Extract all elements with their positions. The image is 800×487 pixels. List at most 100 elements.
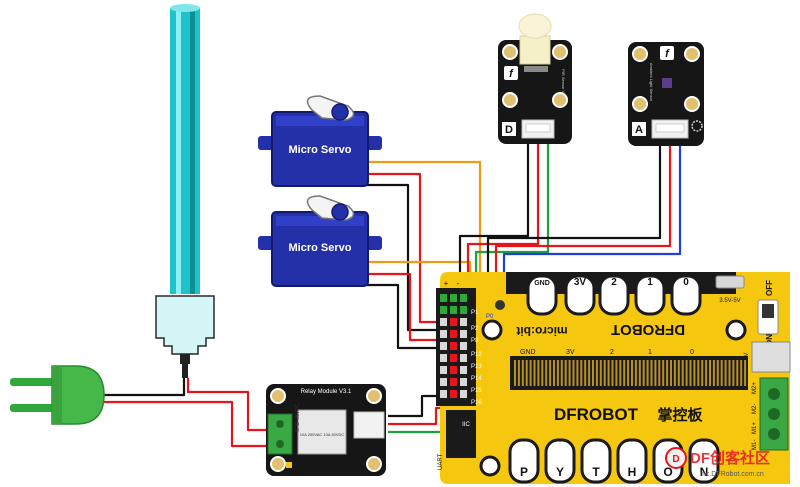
servo1-red-wire xyxy=(367,172,450,324)
edge-pin xyxy=(623,360,626,386)
motor-label-m1p: M1+ xyxy=(752,422,758,434)
gear-icon xyxy=(691,120,703,132)
dc-jack xyxy=(751,341,791,373)
edge-pin xyxy=(720,360,723,386)
mounting-hole xyxy=(725,319,747,341)
relay-module: Relay Module V3.1 SRD-05VDC 10A 250VAC 1… xyxy=(266,384,386,476)
relay-black-wire xyxy=(388,394,440,418)
header-pin xyxy=(460,390,467,398)
edge-pin xyxy=(525,360,528,386)
uart-iic-header xyxy=(446,410,476,458)
edge-pin xyxy=(724,360,727,386)
pin-label-p1: P1 xyxy=(471,310,479,316)
uart-label: UART xyxy=(438,453,444,470)
edge-pin xyxy=(697,360,700,386)
motor-label-m2m: M2- xyxy=(752,404,758,414)
pir-port-letter: D xyxy=(505,124,513,136)
edge-pin xyxy=(533,360,536,386)
header-pin xyxy=(450,366,457,374)
edge-pins xyxy=(514,360,747,386)
edge-pin xyxy=(650,360,653,386)
edge-pin xyxy=(705,360,708,386)
pir-sensor-module: f PIR Sensor V1.0 D xyxy=(498,13,572,144)
brand-top: DFROBOT xyxy=(611,321,685,338)
pad-label-2: 2 xyxy=(611,277,617,288)
edge-pin xyxy=(549,360,552,386)
pad-label-3v: 3V xyxy=(574,277,587,288)
edge-pin xyxy=(560,360,563,386)
header-pin xyxy=(450,354,457,362)
bottom-pad-h: H xyxy=(628,465,637,479)
plug-red-wire xyxy=(100,400,280,448)
edge-pin xyxy=(744,360,747,386)
edge-pin xyxy=(658,360,661,386)
header-pin xyxy=(460,366,467,374)
edge-pin xyxy=(572,360,575,386)
edge-pin xyxy=(595,360,598,386)
edge-pin xyxy=(709,360,711,386)
header-pin xyxy=(440,306,447,314)
header-pin xyxy=(460,318,467,326)
light-module-text: Ambient Light Sensor xyxy=(649,63,654,102)
edge-pin xyxy=(673,360,676,386)
header-pin xyxy=(460,294,467,302)
pin-label-p13: P13 xyxy=(471,364,482,370)
edge-pin xyxy=(615,360,618,386)
header-pin xyxy=(440,342,447,350)
mounting-hole xyxy=(481,319,503,341)
edge-pin xyxy=(545,360,548,386)
edge-pin xyxy=(631,360,633,386)
header-pin xyxy=(440,378,447,386)
header-pin xyxy=(450,294,457,302)
header-pin xyxy=(440,330,447,338)
edge-pin xyxy=(736,360,739,386)
header-pin xyxy=(460,378,467,386)
edge-pin xyxy=(677,360,680,386)
relay-title: Relay Module V3.1 xyxy=(301,389,352,395)
header-pin xyxy=(440,354,447,362)
edge-pin xyxy=(568,360,571,386)
edge-pin xyxy=(712,360,715,386)
relay-chip-brand: SRD-05VDC xyxy=(295,403,301,432)
water-tube xyxy=(170,4,200,294)
df-logo-icon xyxy=(665,447,687,469)
edge-pin xyxy=(521,360,524,386)
edge-label-3v: 3V xyxy=(566,349,575,356)
header-pin xyxy=(450,306,457,314)
edge-pin xyxy=(728,360,731,386)
edge-pin xyxy=(556,360,559,386)
edge-pin xyxy=(689,360,692,386)
header-pin xyxy=(460,330,467,338)
pump-red-wire xyxy=(186,378,280,432)
edge-pin xyxy=(592,360,594,386)
edge-label-0: 0 xyxy=(690,349,694,356)
edge-pin xyxy=(611,360,614,386)
servo1-black-wire xyxy=(367,183,440,332)
edge-pin xyxy=(564,360,567,386)
pad-label-0: 0 xyxy=(683,277,689,288)
servo-label: Micro Servo xyxy=(289,144,352,156)
pm-label-minus: - xyxy=(457,279,460,288)
edge-pin xyxy=(666,360,669,386)
watermark-url: mc.DFRobot.com.cn xyxy=(700,471,764,478)
ambient-light-sensor-module: f Ambient Light Sensor A xyxy=(628,42,704,146)
edge-pin xyxy=(588,360,591,386)
edge-pin xyxy=(642,360,645,386)
watermark-brand: DF创客社区 xyxy=(690,449,770,467)
header-pin xyxy=(440,390,447,398)
edge-pin xyxy=(716,360,719,386)
power-plug xyxy=(10,365,105,425)
header-pin xyxy=(450,378,457,386)
switch-off-label: OFF xyxy=(765,280,774,296)
dfrobot-logo-icon: f xyxy=(665,48,670,60)
header-pin xyxy=(440,318,447,326)
servo-label: Micro Servo xyxy=(289,242,352,254)
pad-label-gnd: GND xyxy=(534,280,550,287)
edge-pin xyxy=(514,360,516,386)
pin-label-p2: P2 xyxy=(471,326,479,332)
mounting-hole xyxy=(479,455,501,477)
relay-chip-text: 10A 250VAC 10A 30VDC xyxy=(300,432,345,437)
edge-pin xyxy=(529,360,532,386)
edge-pin xyxy=(701,360,704,386)
